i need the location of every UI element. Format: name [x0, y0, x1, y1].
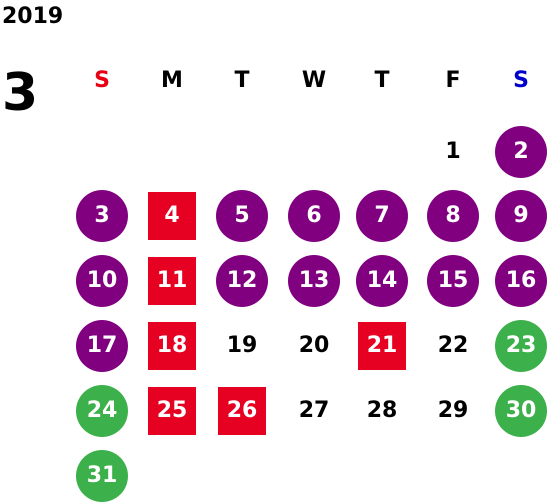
day-cell-green-circle[interactable]: 30	[495, 385, 547, 437]
day-cell-purple-circle[interactable]: 2	[495, 126, 547, 178]
weekday-label: F	[445, 68, 461, 93]
day-cell-purple-circle[interactable]: 14	[356, 255, 408, 307]
day-cell-purple-circle[interactable]: 12	[216, 255, 268, 307]
day-cell[interactable]: 20	[298, 333, 330, 358]
day-cell-purple-circle[interactable]: 16	[495, 255, 547, 307]
day-cell-red-square[interactable]: 26	[218, 387, 266, 435]
weekday-label: M	[161, 68, 183, 93]
day-cell-purple-circle[interactable]: 3	[76, 190, 128, 242]
year-label: 2019	[2, 4, 64, 29]
day-cell-red-square[interactable]: 18	[148, 322, 196, 370]
weekday-label: T	[234, 68, 250, 93]
day-cell-purple-circle[interactable]: 7	[356, 190, 408, 242]
day-cell[interactable]: 29	[437, 398, 469, 423]
weekday-label: S	[513, 68, 529, 93]
day-cell-purple-circle[interactable]: 15	[427, 255, 479, 307]
day-cell-purple-circle[interactable]: 10	[76, 255, 128, 307]
day-cell[interactable]: 22	[437, 333, 469, 358]
weekday-label: T	[374, 68, 390, 93]
day-cell[interactable]: 1	[445, 139, 461, 164]
day-cell-green-circle[interactable]: 23	[495, 320, 547, 372]
month-number: 3	[2, 63, 39, 123]
weekday-label: S	[94, 68, 110, 93]
day-cell-red-square[interactable]: 4	[148, 192, 196, 240]
day-cell-purple-circle[interactable]: 17	[76, 320, 128, 372]
day-cell-red-square[interactable]: 11	[148, 257, 196, 305]
day-cell-purple-circle[interactable]: 9	[495, 190, 547, 242]
day-cell-purple-circle[interactable]: 5	[216, 190, 268, 242]
day-cell-green-circle[interactable]: 24	[76, 385, 128, 437]
day-cell-red-square[interactable]: 25	[148, 387, 196, 435]
weekday-label: W	[301, 68, 327, 93]
day-cell[interactable]: 19	[226, 333, 258, 358]
day-cell-purple-circle[interactable]: 6	[288, 190, 340, 242]
day-cell[interactable]: 28	[366, 398, 398, 423]
day-cell-red-square[interactable]: 21	[358, 322, 406, 370]
day-cell-purple-circle[interactable]: 8	[427, 190, 479, 242]
day-cell[interactable]: 27	[298, 398, 330, 423]
day-cell-purple-circle[interactable]: 13	[288, 255, 340, 307]
day-cell-green-circle[interactable]: 31	[76, 450, 128, 502]
